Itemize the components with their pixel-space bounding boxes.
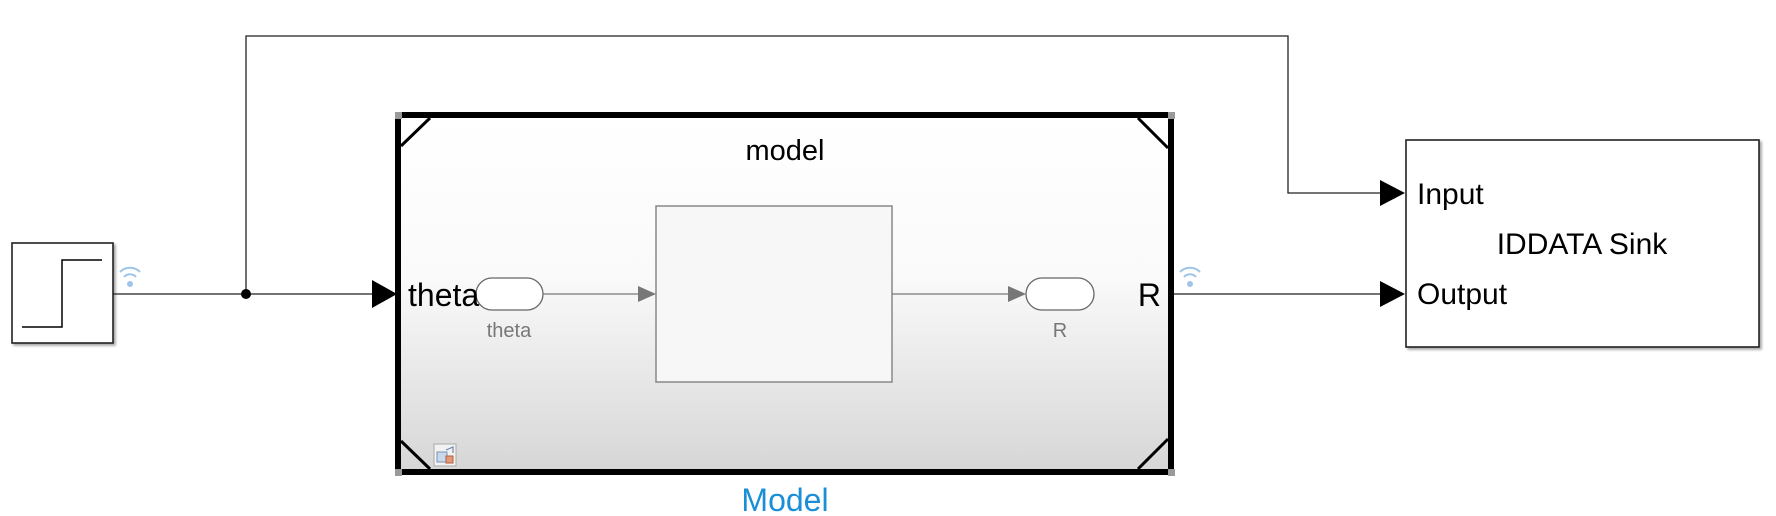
model-outport-label: R [1138, 277, 1161, 313]
signal-logging-icon[interactable] [119, 266, 141, 287]
signal-logging-icon[interactable] [1179, 266, 1201, 287]
branch-point [241, 289, 251, 299]
model-block-name[interactable]: Model [741, 482, 828, 516]
inner-outport-label: R [1053, 320, 1067, 342]
input-port-arrow [1380, 180, 1405, 206]
reference-model-badge-icon[interactable] [433, 443, 457, 467]
branch-line-to-input[interactable] [245, 35, 1382, 294]
model-inport-label: theta [408, 277, 479, 313]
model-inport-arrow [372, 280, 397, 308]
sink-block-name: IDDATA Sink [1497, 228, 1669, 261]
output-port-arrow [1380, 281, 1405, 307]
inner-block [655, 205, 893, 383]
inner-inport-pill [475, 277, 544, 311]
model-title: model [746, 135, 825, 167]
iddata-sink-block[interactable] [1405, 139, 1760, 348]
sink-port-output-label: Output [1417, 278, 1508, 311]
inner-inport-label: theta [487, 320, 532, 342]
inner-outport-pill [1025, 277, 1095, 311]
sink-port-input-label: Input [1417, 178, 1484, 211]
selection-handles[interactable] [395, 112, 1175, 476]
inner-arrow-in [638, 286, 656, 302]
inner-arrow-out [1008, 286, 1026, 302]
step-function-icon [22, 259, 102, 328]
model-block-corners [399, 116, 1170, 471]
